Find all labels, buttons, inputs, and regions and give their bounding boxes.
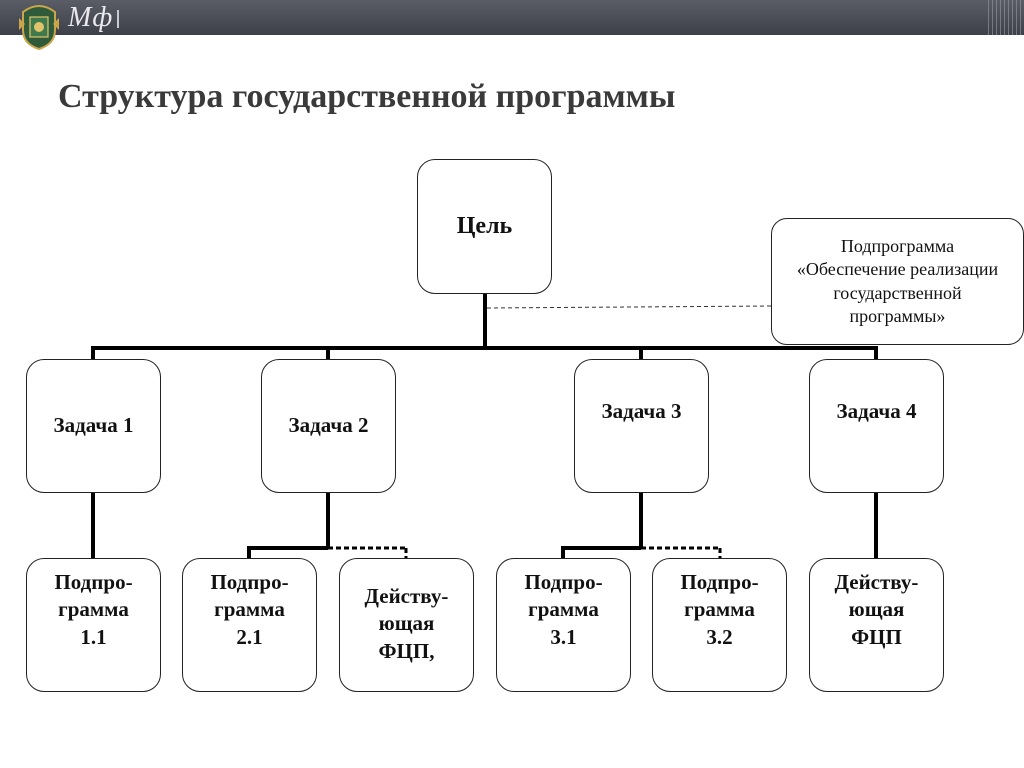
- item-line: Действу-: [834, 570, 919, 594]
- item-line: ющая: [378, 611, 435, 636]
- item-line: 2.1: [236, 624, 263, 649]
- item-line: Действу-: [364, 584, 449, 608]
- slide-title: Структура государственной программы: [58, 78, 676, 115]
- goal-label: Цель: [456, 212, 513, 239]
- item-line: грамма: [58, 597, 129, 622]
- support-program-line: «Обеспечение реализации: [796, 259, 999, 280]
- federal-program-box-2: Действу- ющая ФЦП: [809, 558, 944, 692]
- top-bar: [0, 0, 1024, 35]
- federal-program-box-1: Действу- ющая ФЦП,: [339, 558, 474, 692]
- task-box-2: Задача 2: [261, 359, 396, 493]
- goal-box: Цель: [417, 159, 552, 294]
- task-label: Задача 1: [53, 413, 134, 438]
- item-line: грамма: [528, 597, 599, 622]
- support-program-box: Подпрограмма «Обеспечение реализации гос…: [771, 218, 1024, 345]
- subprogram-2-1-box: Подпро- грамма 2.1: [182, 558, 317, 692]
- item-line: ФЦП: [851, 624, 902, 649]
- item-line: 1.1: [80, 624, 107, 649]
- subprogram-1-1-box: Подпро- грамма 1.1: [26, 558, 161, 692]
- subprogram-3-2-box: Подпро- грамма 3.2: [652, 558, 787, 692]
- item-line: 3.1: [550, 624, 577, 649]
- support-program-line: Подпрограмма: [840, 235, 955, 256]
- support-program-line: программы»: [849, 305, 946, 326]
- item-line: грамма: [214, 597, 285, 622]
- item-line: ющая: [848, 597, 905, 622]
- task-box-4: Задача 4: [809, 359, 944, 493]
- decorative-lines: [988, 0, 1024, 35]
- item-line: Подпро-: [524, 570, 603, 594]
- item-line: Подпро-: [210, 570, 289, 594]
- emblem-icon: [19, 5, 59, 50]
- subprogram-3-1-box: Подпро- грамма 3.1: [496, 558, 631, 692]
- support-program-line: государственной: [833, 282, 962, 303]
- brand-divider: [117, 10, 119, 28]
- item-line: Подпро-: [54, 570, 133, 594]
- task-label: Задача 3: [601, 399, 682, 423]
- task-label: Задача 4: [836, 399, 917, 423]
- task-box-3: Задача 3: [574, 359, 709, 493]
- brand-logo-text: Мф: [68, 2, 114, 33]
- item-line: Подпро-: [680, 570, 759, 594]
- item-line: ФЦП,: [378, 638, 435, 663]
- item-line: грамма: [684, 597, 755, 622]
- task-label: Задача 2: [288, 413, 369, 438]
- task-box-1: Задача 1: [26, 359, 161, 493]
- item-line: 3.2: [706, 624, 733, 649]
